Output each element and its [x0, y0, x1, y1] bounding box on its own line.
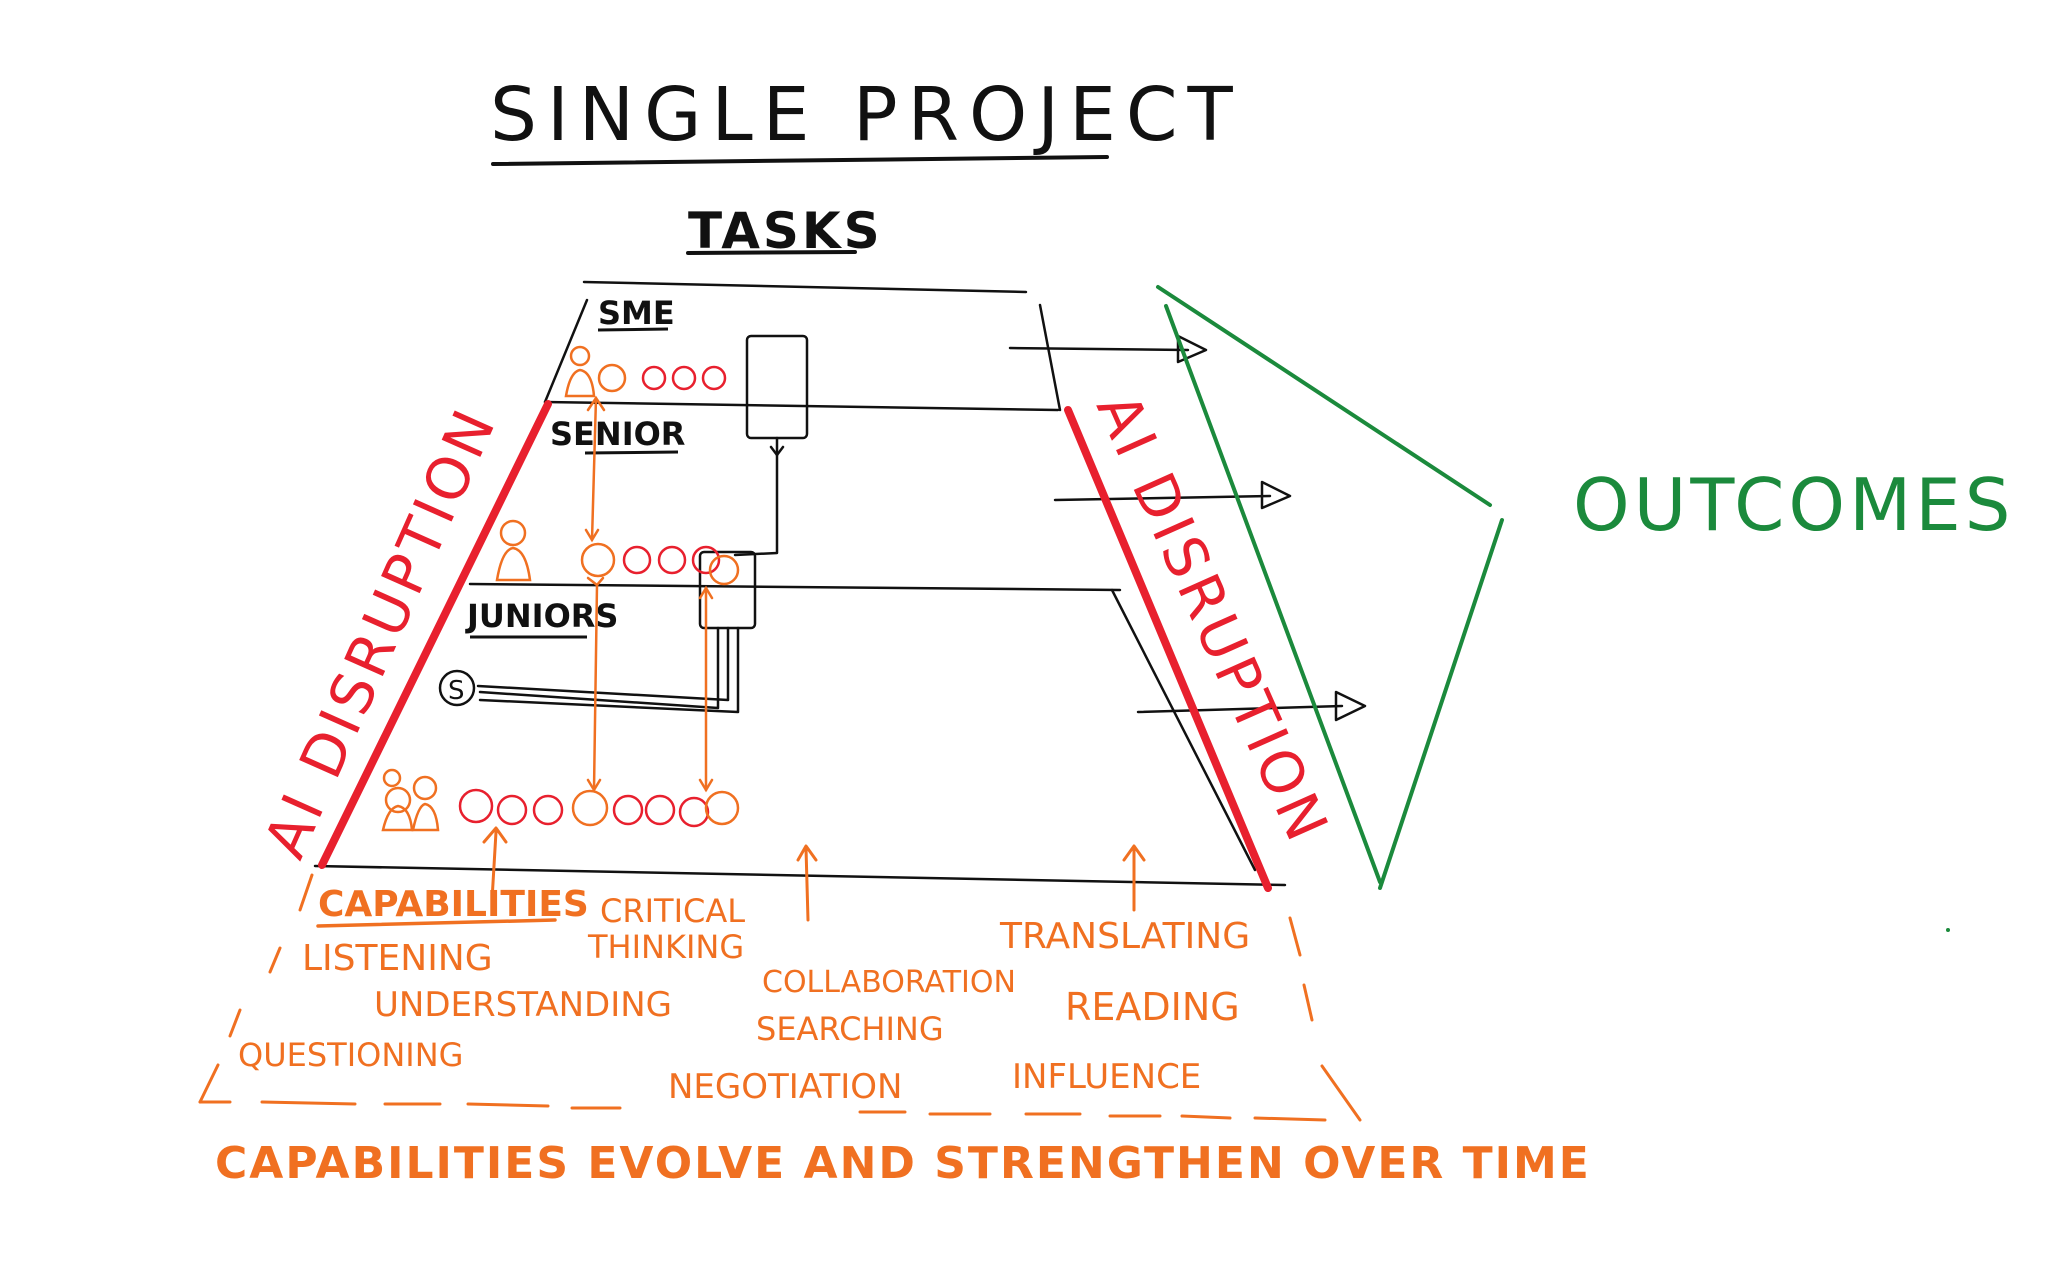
cap-negotiation: NEGOTIATION	[668, 1067, 902, 1107]
cap-influence: INFLUENCE	[1012, 1057, 1201, 1097]
cap-translating: TRANSLATING	[999, 916, 1250, 957]
capabilities-arrows	[482, 826, 1146, 922]
task-boxes	[476, 334, 809, 714]
cap-questioning: QUESTIONING	[238, 1036, 463, 1074]
title-underline	[491, 155, 1109, 166]
s-badge-circle	[438, 669, 476, 707]
capabilities-bracket	[198, 873, 1362, 1122]
ai-disruption-left-line	[318, 400, 552, 869]
cap-listening: LISTENING	[302, 938, 493, 979]
cap-critical-2: THINKING	[587, 928, 744, 966]
level-juniors: JUNIORS	[465, 597, 618, 635]
cap-reading: READING	[1065, 985, 1240, 1029]
stray-dot	[1946, 928, 1950, 932]
ai-disruption-right-line	[1064, 406, 1272, 892]
outcome-arrows	[1008, 334, 1367, 722]
tasks-underline	[686, 250, 857, 255]
team-people	[381, 345, 740, 832]
ai-disruption-right-label: AI DISRUPTION	[1083, 383, 1342, 854]
cap-critical-1: CRITICAL	[600, 892, 745, 930]
s-badge: S	[448, 676, 465, 706]
cap-understanding: UNDERSTANDING	[374, 985, 672, 1025]
capabilities-footer: CAPABILITIES EVOLVE AND STRENGTHEN OVER …	[215, 1138, 1591, 1189]
level-sme: SME	[598, 294, 675, 332]
capabilities-heading: CAPABILITIES	[318, 884, 589, 925]
project-trapezoid	[313, 280, 1287, 887]
cap-searching: SEARCHING	[756, 1010, 944, 1048]
sme-underline	[597, 327, 669, 332]
capabilities-list: LISTENING CRITICAL THINKING TRANSLATING …	[238, 892, 1250, 1107]
diagram-title: SINGLE PROJECT	[490, 72, 1243, 158]
cap-collaboration: COLLABORATION	[762, 965, 1016, 1000]
outcomes-label: OUTCOMES	[1573, 463, 2014, 547]
capabilities-underline	[316, 918, 557, 928]
outcomes-shape	[1156, 285, 1504, 890]
senior-underline	[584, 450, 679, 455]
level-senior: SENIOR	[550, 415, 685, 453]
